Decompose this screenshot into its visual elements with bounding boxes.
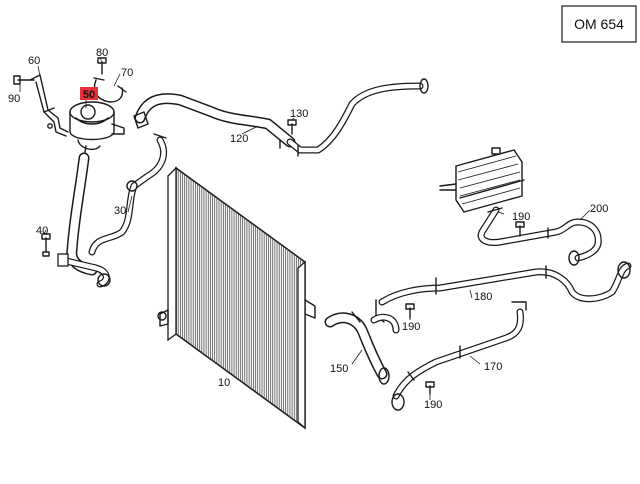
bolt-190-b: [405, 303, 415, 319]
hose-200: [477, 206, 602, 266]
hose-120: [133, 78, 429, 157]
label-part-30: 30: [114, 205, 126, 217]
heat-exchanger: [439, 147, 525, 213]
part-50-highlight: 50: [80, 87, 98, 101]
label-part-150: 150: [330, 363, 348, 375]
label-part-120: 120: [230, 133, 248, 145]
bolt-40: [41, 233, 51, 257]
bolt-190-a: [515, 221, 525, 237]
hose-fitting-left: [57, 253, 111, 288]
engine-code-box: OM 654: [561, 5, 637, 43]
engine-code-label: OM 654: [574, 16, 624, 32]
bolt-90: [13, 75, 35, 85]
bolt-130: [287, 119, 297, 135]
label-part-90: 90: [8, 93, 20, 105]
bracket-60: [29, 74, 69, 137]
label-part-60: 60: [28, 55, 40, 67]
leader-lines: [19, 57, 591, 400]
label-part-50: 50: [83, 89, 95, 101]
radiator-10: [157, 166, 316, 430]
coolant-pump-50: [69, 101, 125, 159]
label-part-170: 170: [484, 361, 502, 373]
label-part-200: 200: [590, 203, 608, 215]
label-part-130: 130: [290, 108, 308, 120]
label-part-190-b: 190: [402, 321, 420, 333]
hose-150: [324, 311, 400, 385]
radiator-fins: [175, 168, 306, 428]
pipe-170: [391, 301, 527, 411]
label-part-190-c: 190: [424, 399, 442, 411]
label-part-80: 80: [96, 47, 108, 59]
screw-80: [97, 57, 107, 75]
pipe-180: [375, 261, 632, 323]
clamp-70: [93, 77, 127, 103]
label-part-180: 180: [474, 291, 492, 303]
label-part-190-a: 190: [512, 211, 530, 223]
bolt-190-c: [425, 381, 435, 395]
label-part-40: 40: [36, 225, 48, 237]
label-part-10: 10: [218, 377, 230, 389]
label-part-70: 70: [121, 67, 133, 79]
hose-30: [88, 133, 167, 256]
